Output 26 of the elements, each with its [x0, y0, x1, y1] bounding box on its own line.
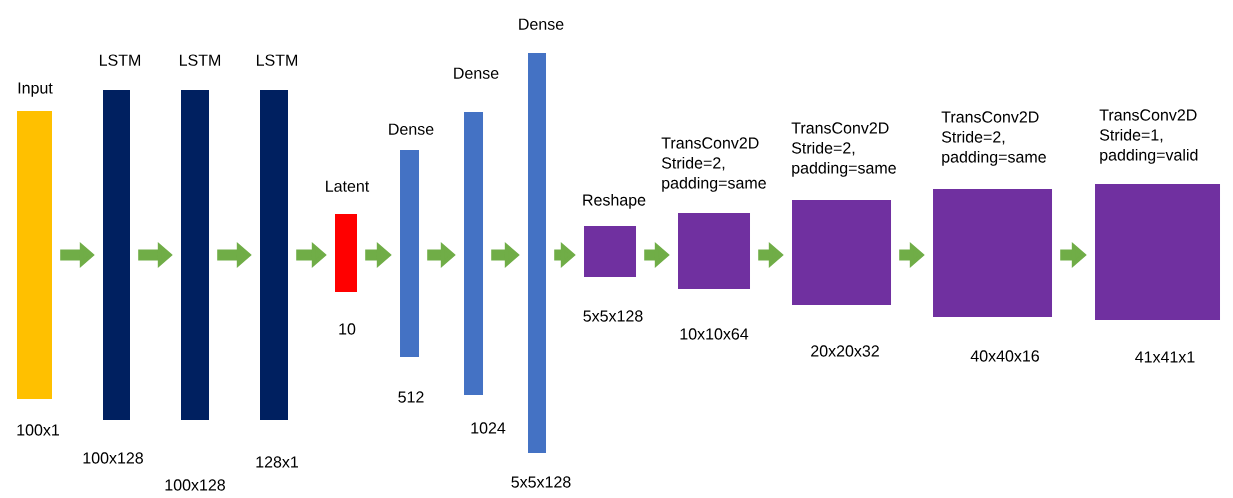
- size-label: 5x5x128: [583, 310, 643, 322]
- size-label: 41x41x1: [1135, 351, 1195, 363]
- layer-label: Dense: [519, 18, 564, 30]
- layer-label: TransConv2D Stride=2, padding=same: [941, 111, 1046, 166]
- size-label: 512: [398, 391, 424, 403]
- layer-label: TransConv2D Stride=2, padding=same: [791, 122, 896, 177]
- size-label: 40x40x16: [970, 350, 1039, 362]
- size-label: 128x1: [256, 456, 298, 468]
- size-label: 100x128: [83, 452, 143, 464]
- size-label: 100x128: [165, 479, 225, 491]
- layer-label: Dense: [389, 123, 434, 135]
- layer-label: LSTM: [100, 54, 141, 66]
- layer-label: Dense: [454, 67, 499, 79]
- layer-label: TransConv2D Stride=2, padding=same: [661, 137, 766, 192]
- layer-label: LSTM: [257, 54, 298, 66]
- layer-label: Input: [18, 82, 53, 97]
- size-label: 100x1: [17, 424, 59, 436]
- layer-label: Latent: [326, 180, 370, 192]
- layer-label: Reshape: [583, 193, 646, 209]
- size-label: 5x5x128: [511, 476, 571, 488]
- size-label: 10: [339, 323, 356, 335]
- size-label: 10x10x64: [680, 328, 749, 340]
- size-label: 1024: [471, 422, 506, 434]
- layer-label: LSTM: [180, 54, 221, 66]
- layer-label: TransConv2D Stride=1, padding=valid: [1099, 109, 1198, 164]
- size-label: 20x20x32: [811, 345, 879, 357]
